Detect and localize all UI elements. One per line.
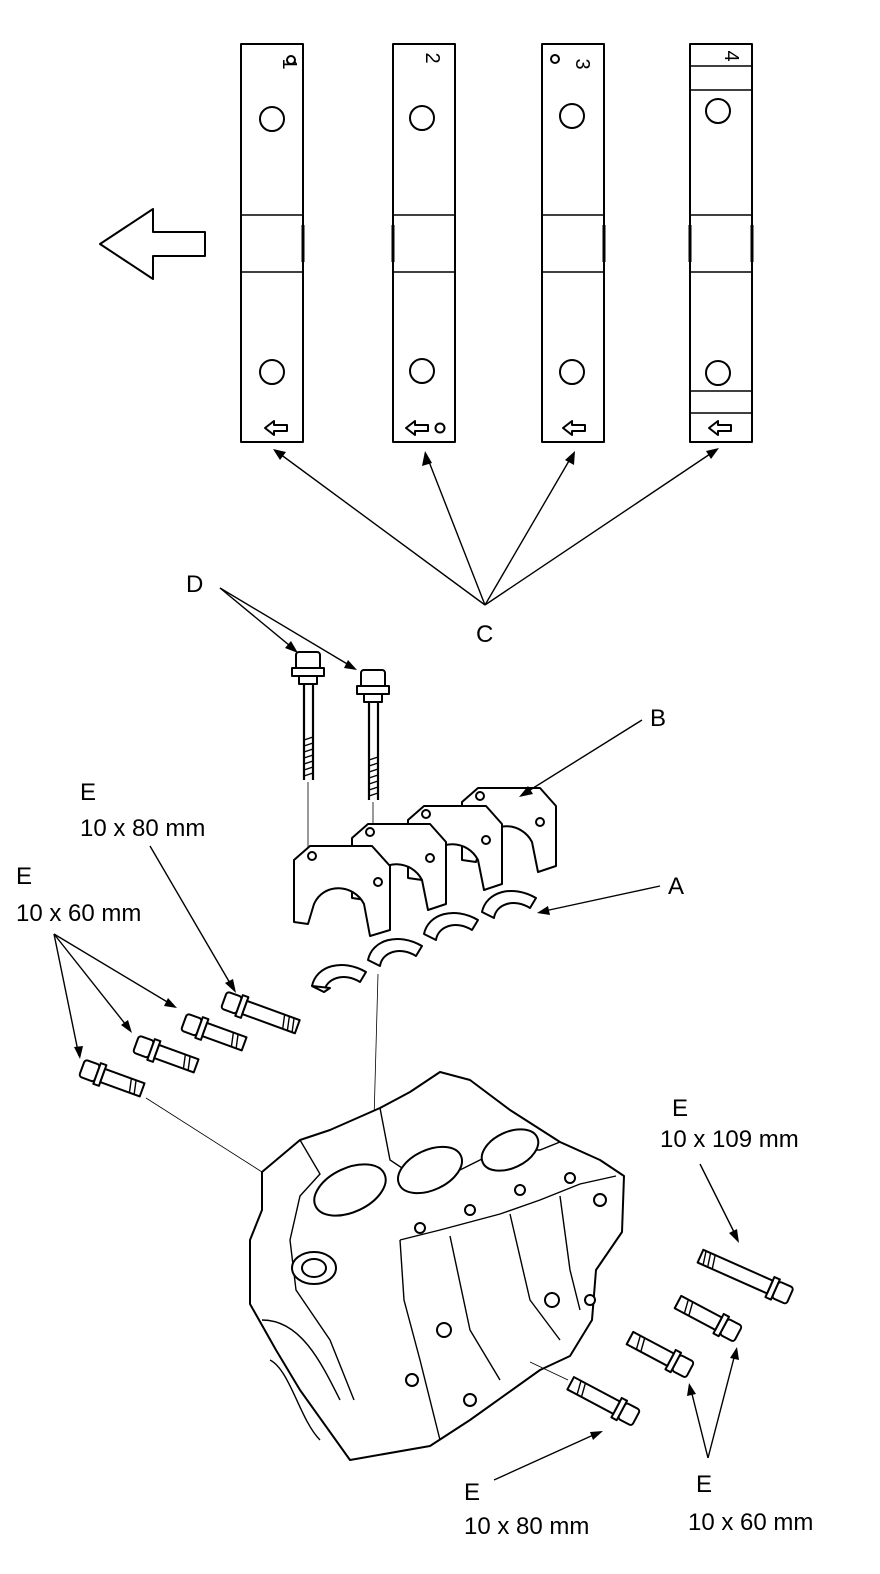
cap-mark-dot: [550, 54, 560, 64]
bolt-10x109-right: [696, 1248, 794, 1305]
callout-b: B: [650, 705, 666, 732]
bearing-cap-2: 2: [391, 43, 456, 443]
bolt-10x60-left-b: [132, 1035, 200, 1074]
bolt-10x60-left-c: [78, 1059, 146, 1098]
callout-e-left-leaders: [53, 933, 177, 1059]
cap-number-4: 4: [720, 50, 742, 61]
cap-direction-arrow-icon: [562, 420, 586, 436]
cap-direction-arrow-icon: [264, 420, 288, 436]
cap-direction-arrow-icon: [708, 420, 732, 436]
callout-e-bottom-right: E: [696, 1471, 712, 1498]
bearing-shells-lower: [311, 889, 537, 993]
bolt-10x60-right-b: [625, 1330, 695, 1378]
bearing-cap-4: 4: [688, 43, 754, 443]
callout-e-left: E: [16, 863, 32, 890]
bolt-10x60-left-a: [180, 1013, 248, 1052]
callout-a: A: [668, 873, 684, 900]
callout-e-upper-left-size: 10 x 80 mm: [80, 815, 205, 842]
callout-e-right: E: [672, 1095, 688, 1122]
bolt-10x60-right-a: [673, 1294, 743, 1342]
cap-mark-dot: [434, 422, 446, 434]
callout-e-bottom-right-leaders: [687, 1347, 739, 1459]
direction-arrow-icon: [99, 208, 206, 280]
long-bolt-2: [356, 669, 390, 830]
bearing-cap-3: 3: [541, 43, 606, 443]
callout-d-leaders: [219, 587, 357, 670]
callout-e-right-size: 10 x 109 mm: [660, 1126, 799, 1153]
callout-e-left-size: 10 x 60 mm: [16, 900, 141, 927]
cap-direction-arrow-icon: [405, 420, 429, 436]
callout-e-bottom-leader: [493, 1431, 603, 1481]
cap-mark-dot: [286, 55, 296, 65]
callout-e-upper-left-leader: [149, 845, 236, 993]
callout-c: C: [476, 621, 493, 648]
engine-block: [249, 1071, 625, 1461]
main-bearing-cap-1: [293, 845, 391, 937]
cap-number-3: 3: [571, 58, 593, 69]
callout-e-right-leader: [699, 1163, 739, 1243]
callout-e-bottom: E: [464, 1479, 480, 1506]
callout-e-bottom-size: 10 x 80 mm: [464, 1513, 589, 1540]
callout-d: D: [186, 571, 203, 598]
bearing-cap-1: 1: [240, 43, 305, 443]
callout-e-upper-left: E: [80, 779, 96, 806]
long-bolt-1: [291, 651, 325, 850]
callout-c-leaders: [273, 448, 719, 606]
callout-a-leader: [537, 885, 661, 915]
bolt-10x80-bottom: [566, 1376, 641, 1426]
cap-number-2: 2: [421, 52, 443, 63]
callout-b-leader: [519, 719, 643, 797]
callout-e-bottom-right-size: 10 x 60 mm: [688, 1509, 813, 1536]
bolt-10x80-left: [220, 991, 301, 1035]
